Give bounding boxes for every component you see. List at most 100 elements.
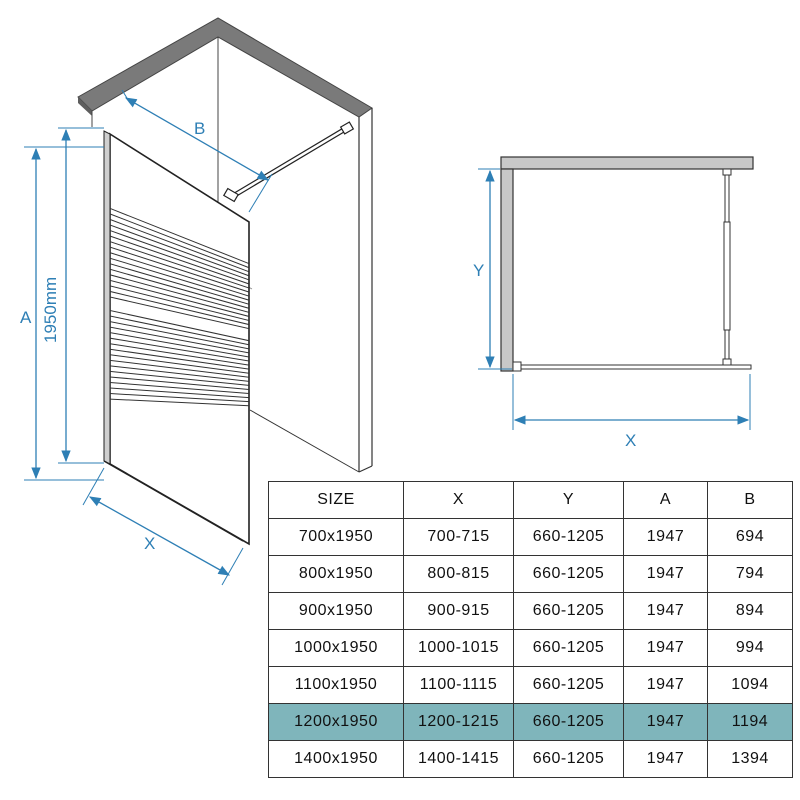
table-cell: 894 [707, 592, 793, 630]
glass-stripe [110, 267, 249, 311]
table-cell: 900-915 [403, 592, 514, 630]
table-cell: 1000-1015 [403, 629, 514, 667]
dimension-a-label: A [20, 308, 32, 327]
table-cell: 700-715 [403, 518, 514, 556]
header-y: Y [513, 481, 624, 519]
dimension-y: Y [473, 168, 512, 370]
glass-stripe [110, 239, 249, 291]
glass-stripe [110, 319, 249, 351]
dimension-x-right: X [512, 374, 751, 450]
plan-back-wall [500, 156, 754, 170]
dimension-x-right-label: X [625, 431, 636, 450]
glass-stripe [110, 283, 249, 323]
glass-stripe [110, 205, 249, 267]
glass-stripe [110, 342, 249, 367]
table-cell: 800-815 [403, 555, 514, 593]
table-cell: 660-1205 [513, 518, 624, 556]
table-cell: 1400x1950 [268, 740, 404, 778]
table-cell: 800x1950 [268, 555, 404, 593]
dimension-b: B [121, 89, 273, 213]
glass-stripe [110, 381, 249, 395]
table-cell: 660-1205 [513, 629, 624, 667]
glass-stripe [110, 244, 249, 295]
glass-stripe [110, 331, 249, 359]
table-cell: 694 [707, 518, 793, 556]
dimension-x-left-label: X [144, 534, 155, 553]
header-a: A [623, 481, 708, 519]
frosted-stripes [110, 205, 249, 407]
glass-stripe [110, 364, 249, 383]
table-cell: 660-1205 [513, 740, 624, 778]
dimension-x-left: X [82, 467, 244, 586]
table-cell: 660-1205 [513, 555, 624, 593]
glass-stripe [110, 222, 249, 279]
table-cell: 1947 [623, 592, 708, 630]
glass-stripe [110, 272, 249, 315]
glass-stripe [110, 347, 249, 371]
glass-stripe [110, 261, 249, 307]
glass-stripe [110, 325, 249, 355]
table-header-row: SIZE X Y A B [268, 481, 793, 519]
glass-stripe [110, 353, 249, 375]
table-cell: 1947 [623, 518, 708, 556]
table-cell: 1194 [707, 703, 793, 741]
table-cell: 1200x1950 [268, 703, 404, 741]
header-b: B [707, 481, 793, 519]
glass-stripe [110, 308, 249, 343]
glass-stripe [110, 211, 249, 271]
table-cell: 1100x1950 [268, 666, 404, 704]
table-cell: 1094 [707, 666, 793, 704]
table-cell: 1400-1415 [403, 740, 514, 778]
table-cell: 660-1205 [513, 592, 624, 630]
header-x: X [403, 481, 514, 519]
glass-stripe [110, 392, 249, 403]
table-cell: 700x1950 [268, 518, 404, 556]
table-cell: 994 [707, 629, 793, 667]
table-cell: 1200-1215 [403, 703, 514, 741]
glass-stripe [110, 216, 249, 275]
table-cell: 660-1205 [513, 703, 624, 741]
glass-stripe [110, 314, 249, 347]
table-cell: 1947 [623, 740, 708, 778]
table-cell: 1394 [707, 740, 793, 778]
glass-stripe [110, 227, 249, 283]
table-cell: 1000x1950 [268, 629, 404, 667]
glass-stripe [110, 250, 249, 299]
glass-stripe [110, 387, 249, 399]
table-cell: 1947 [623, 703, 708, 741]
table-cell: 1947 [623, 555, 708, 593]
table-cell: 794 [707, 555, 793, 593]
glass-stripe [110, 398, 249, 407]
table-cell: 660-1205 [513, 666, 624, 704]
glass-stripe [110, 370, 249, 387]
header-size: SIZE [268, 481, 404, 519]
glass-stripe [110, 289, 249, 327]
plan-view [500, 156, 754, 372]
plan-glass-panel [512, 364, 752, 370]
plan-side-wall [500, 168, 514, 372]
table-cell: 900x1950 [268, 592, 404, 630]
table-cell: 1947 [623, 666, 708, 704]
glass-panel [103, 130, 250, 546]
glass-stripe [110, 375, 249, 391]
glass-stripe [110, 359, 249, 379]
table-cell: 1947 [623, 629, 708, 667]
dimension-b-label: B [194, 119, 205, 138]
table-cell: 1100-1115 [403, 666, 514, 704]
stabiliser-bar [222, 121, 355, 203]
glass-stripe [110, 233, 249, 287]
glass-stripe [110, 336, 249, 363]
dimension-height-label: 1950mm [41, 277, 60, 343]
dimension-y-label: Y [473, 261, 484, 280]
glass-stripe [110, 278, 249, 319]
